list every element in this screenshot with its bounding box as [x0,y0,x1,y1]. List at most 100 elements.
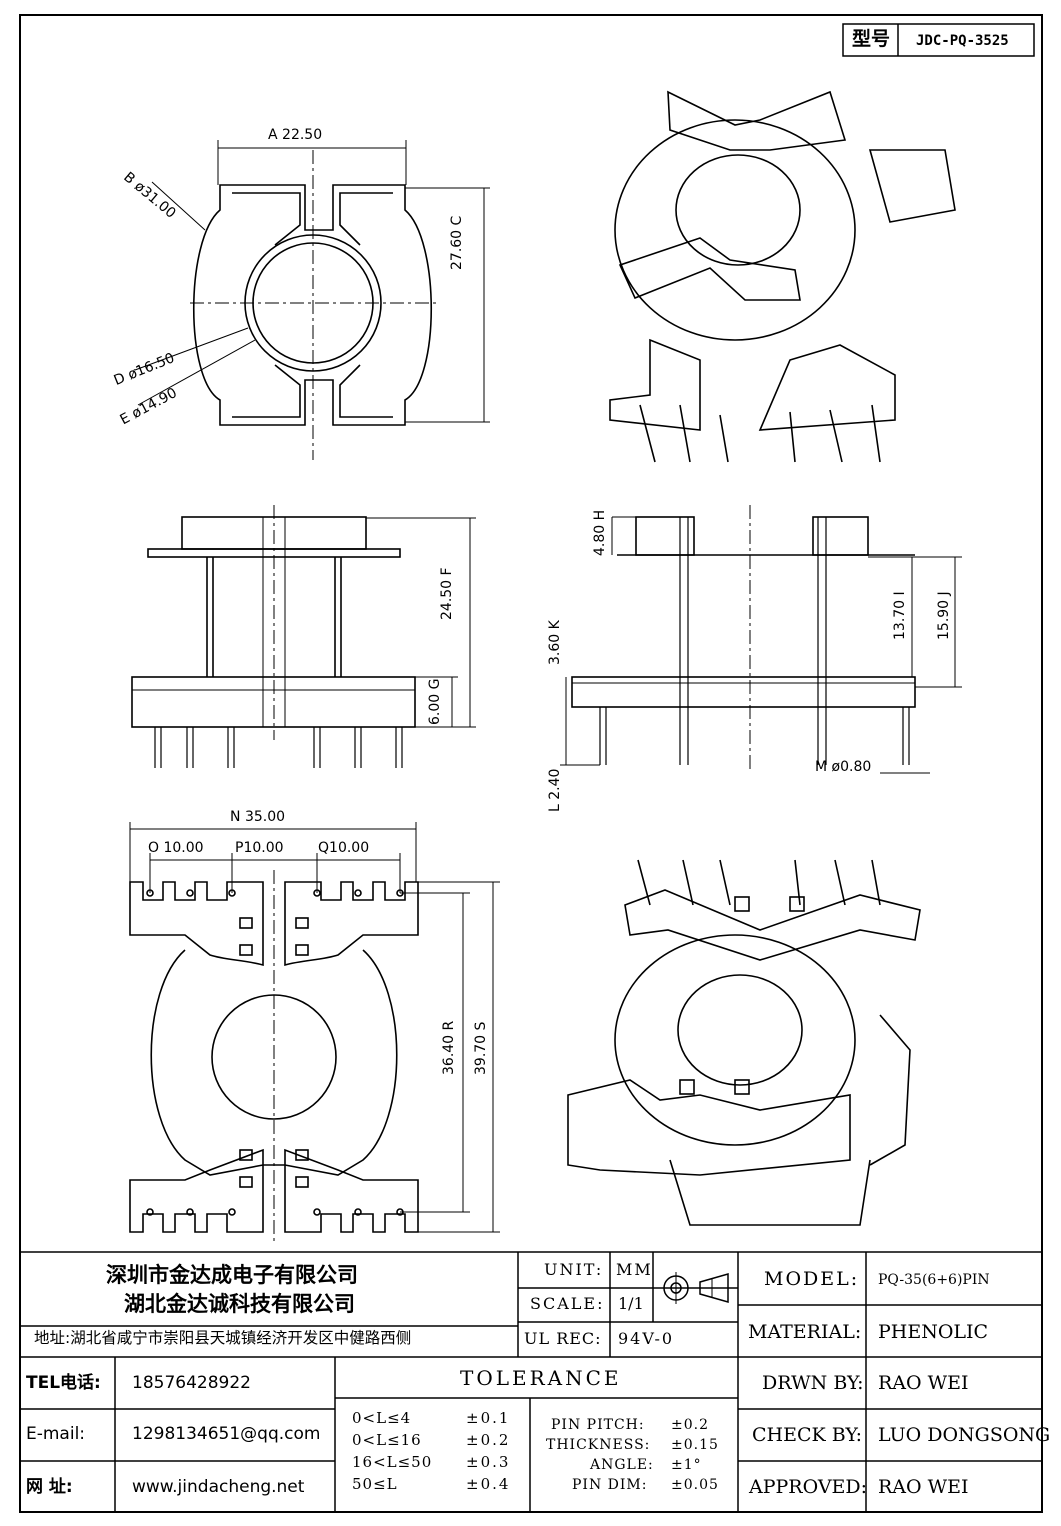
letter-L: L [547,804,563,812]
letter-C: C [449,215,465,226]
tol-range-0: 0<L≤4 [352,1409,412,1427]
dim-M-value: ø0.80 [831,759,872,775]
tol-range-3: 50≤L [352,1475,398,1493]
bottom-view [129,822,500,1245]
letter-Q: Q [318,840,330,856]
sheet-border [19,14,1043,1513]
ulrec-label: UL REC: [524,1329,602,1348]
tol-extra-label-2: ANGLE: [590,1457,654,1473]
dim-F-value: 24.50 [439,579,455,620]
letter-J: J [936,591,952,596]
unit-label: UNIT: [544,1260,604,1279]
front-view [131,505,476,768]
company-name-2: 湖北金达诚科技有限公司 [124,1292,355,1316]
drwn-label: DRWN BY: [762,1372,864,1394]
drwn-value: RAO WEI [878,1372,969,1394]
tol-range-1: 0<L≤16 [352,1431,422,1449]
dim-H-value: 4.80 [592,524,608,556]
letter-S: S [473,1021,489,1031]
dim-C: 27.60 C [449,215,465,270]
tol-extra-val-2: ±1° [671,1457,702,1473]
dim-Q-value: 10.00 [329,840,370,856]
email-value[interactable]: 1298134651@qq.com [132,1424,321,1444]
tol-extra-label-3: PIN DIM: [572,1477,648,1493]
dim-O-value: 10.00 [163,840,204,856]
dim-S: 39.70 S [473,1021,489,1075]
dim-A-value: 22.50 [282,127,323,143]
tol-val-3: ±0.4 [466,1475,511,1493]
web-label: 网 址: [26,1477,73,1497]
title-block [20,1251,1042,1512]
tolerance-title: TOLERANCE [460,1366,622,1390]
model-value: PQ-35(6+6)PIN [878,1272,990,1288]
dim-L: L 2.40 [547,768,563,812]
company-name-1: 深圳市金达成电子有限公司 [106,1263,358,1287]
dim-G: 6.00 G [427,678,443,725]
tol-extra-val-0: ±0.2 [671,1417,709,1433]
dim-R: 36.40 R [441,1020,457,1075]
iso-view-bottom [567,859,921,1226]
dim-L-value: 2.40 [547,768,563,800]
dim-I-value: 13.70 [892,599,908,640]
email-label: E-mail: [26,1424,86,1444]
dim-P-value: 10.00 [243,840,284,856]
top-view [134,140,490,460]
tol-extra-label-1: THICKNESS: [546,1437,651,1453]
dim-M: M ø0.80 [815,760,871,774]
tol-val-1: ±0.2 [466,1431,511,1449]
tel-label: TEL电话: [26,1373,101,1393]
check-value: LUO DONGSONG [878,1424,1051,1446]
dim-O: O 10.00 [148,841,204,855]
scale-value: 1/1 [618,1294,644,1313]
letter-G: G [427,678,443,690]
approved-value: RAO WEI [878,1476,969,1498]
letter-H: H [592,509,608,521]
tol-val-0: ±0.1 [466,1409,511,1427]
material-value: PHENOLIC [878,1321,989,1343]
letter-R: R [441,1020,457,1031]
tel-value[interactable]: 18576428922 [132,1373,251,1393]
dim-P: P10.00 [235,841,284,855]
tol-val-2: ±0.3 [466,1453,511,1471]
dim-H: 4.80 H [592,509,608,556]
dim-K-value: 3.60 [547,633,563,665]
side-view [560,505,962,774]
dim-C-value: 27.60 [449,229,465,270]
letter-O: O [148,840,160,856]
dim-K: 3.60 K [547,620,563,665]
iso-view-top [609,90,956,463]
tol-extra-val-1: ±0.15 [671,1437,719,1453]
letter-M: M [815,759,828,775]
dim-J: 15.90 J [936,591,952,640]
letter-A: A [268,127,278,143]
letter-F: F [439,567,455,576]
scale-label: SCALE: [530,1294,605,1313]
dim-S-value: 39.70 [473,1034,489,1075]
check-label: CHECK BY: [752,1424,862,1446]
company-address: 地址:湖北省咸宁市崇阳县天城镇经济开发区中健路西侧 [34,1329,412,1347]
letter-I: I [892,591,908,596]
dim-J-value: 15.90 [936,599,952,640]
approved-label: APPROVED: [749,1476,868,1498]
model-box-value: JDC-PQ-3525 [916,33,1009,49]
model-box-label: 型号 [852,28,891,50]
model-label: MODEL: [764,1268,860,1290]
tol-range-2: 16<L≤50 [352,1453,433,1471]
letter-K: K [547,620,563,630]
web-value[interactable]: www.jindacheng.net [132,1477,305,1497]
ulrec-value: 94V-0 [618,1329,675,1348]
tol-extra-val-3: ±0.05 [671,1477,719,1493]
letter-N: N [230,809,241,825]
dim-N: N 35.00 [230,810,285,824]
dim-N-value: 35.00 [244,809,286,825]
model-box [842,23,1035,57]
dim-I: 13.70 I [892,591,908,640]
dim-R-value: 36.40 [441,1034,457,1075]
dim-Q: Q10.00 [318,841,369,855]
unit-value: MM [616,1260,653,1279]
letter-P: P [235,840,244,856]
tol-extra-label-0: PIN PITCH: [551,1417,645,1433]
dim-F: 24.50 F [439,567,455,620]
material-label: MATERIAL: [748,1321,862,1343]
